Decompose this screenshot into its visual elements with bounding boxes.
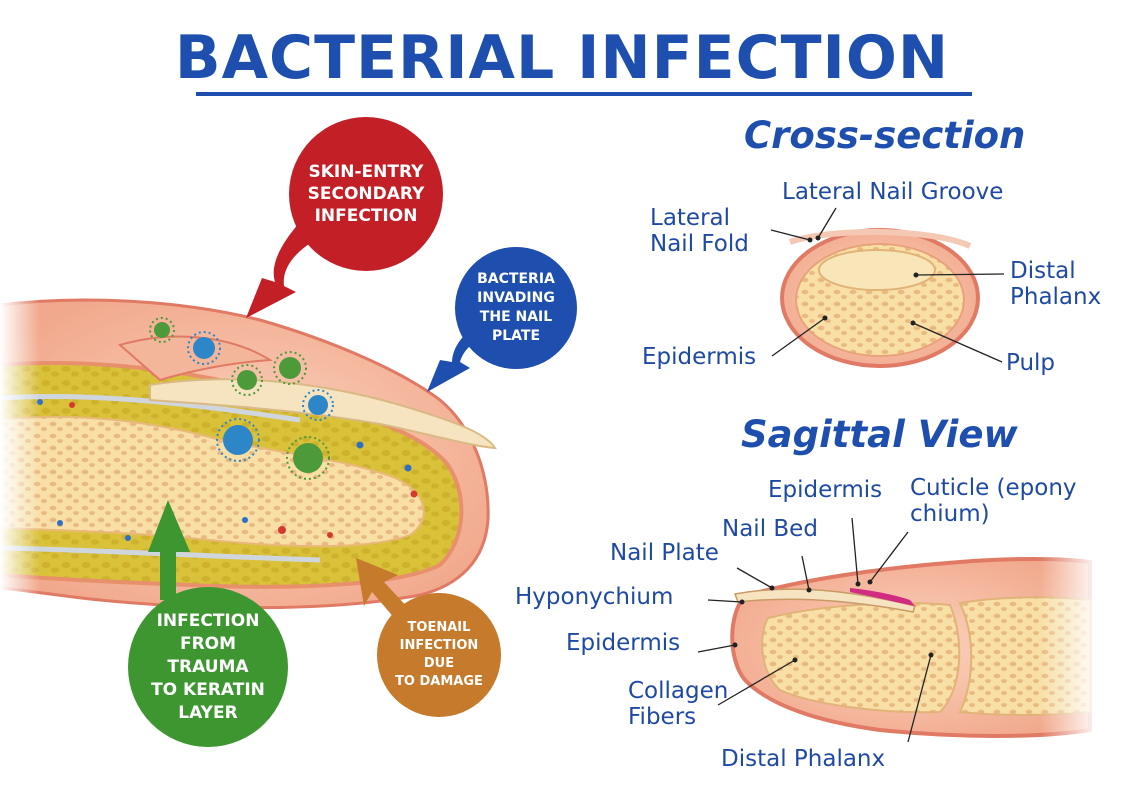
bacterium-icon — [286, 436, 330, 480]
label-nail-plate: Nail Plate — [610, 540, 719, 566]
trauma-bubble: INFECTION FROM TRAUMA TO KERATIN LAYER — [128, 587, 288, 747]
label-cuticle: Cuticle (epony chium) — [910, 475, 1077, 527]
cause-arrows — [148, 222, 478, 620]
bacteria-cluster — [149, 317, 334, 480]
cross-section-leaders — [770, 207, 1005, 363]
label-epidermis-top: Epidermis — [768, 477, 883, 503]
finger-bone — [0, 415, 425, 548]
bacteria-invading-bubble: BACTERIA INVADING THE NAIL PLATE — [455, 247, 577, 369]
bacterium-icon — [231, 364, 263, 396]
sagittal-nail-plate — [733, 588, 916, 613]
green-arrow-icon — [148, 500, 190, 600]
cross-section-points — [807, 235, 919, 326]
page-title: BACTERIAL INFECTION — [174, 23, 950, 93]
label-collagen-fibers: Collagen Fibers — [628, 678, 729, 730]
sagittal-points — [732, 579, 934, 663]
finger-illustration — [0, 290, 497, 610]
cross-section-illustration — [780, 228, 980, 368]
label-hyponychium: Hyponychium — [515, 584, 674, 610]
label-distal-phalanx-sv: Distal Phalanx — [721, 746, 886, 772]
blue-arrow-icon — [427, 330, 478, 392]
label-pulp: Pulp — [1006, 350, 1056, 376]
orange-arrow-icon — [356, 558, 410, 620]
sagittal-leaders — [697, 517, 932, 743]
bacterium-icon — [273, 351, 307, 385]
sagittal-illustration — [730, 555, 1100, 745]
label-epidermis-lower: Epidermis — [566, 630, 681, 656]
bacterium-icon — [187, 331, 221, 365]
cross-section-bone — [818, 249, 936, 291]
bacterium-icon — [149, 317, 175, 343]
label-lateral-nail-fold: Lateral Nail Fold — [650, 205, 749, 257]
skin-entry-bubble: SKIN-ENTRY SECONDARY INFECTION — [289, 117, 443, 271]
bacterium-icon — [302, 389, 334, 421]
sagittal-view-heading: Sagittal View — [741, 413, 1018, 456]
toenail-damage-bubble: TOENAIL INFECTION DUE TO DAMAGE — [377, 593, 501, 717]
title-underline — [196, 92, 972, 96]
label-nail-bed: Nail Bed — [722, 516, 818, 542]
label-epidermis-cs: Epidermis — [642, 344, 757, 370]
label-distal-phalanx-cs: Distal Phalanx — [1010, 258, 1102, 310]
cross-section-heading: Cross-section — [744, 114, 1026, 157]
red-arrow-icon — [246, 222, 312, 318]
bacterium-icon — [216, 418, 260, 462]
label-lateral-nail-groove: Lateral Nail Groove — [782, 179, 1004, 205]
